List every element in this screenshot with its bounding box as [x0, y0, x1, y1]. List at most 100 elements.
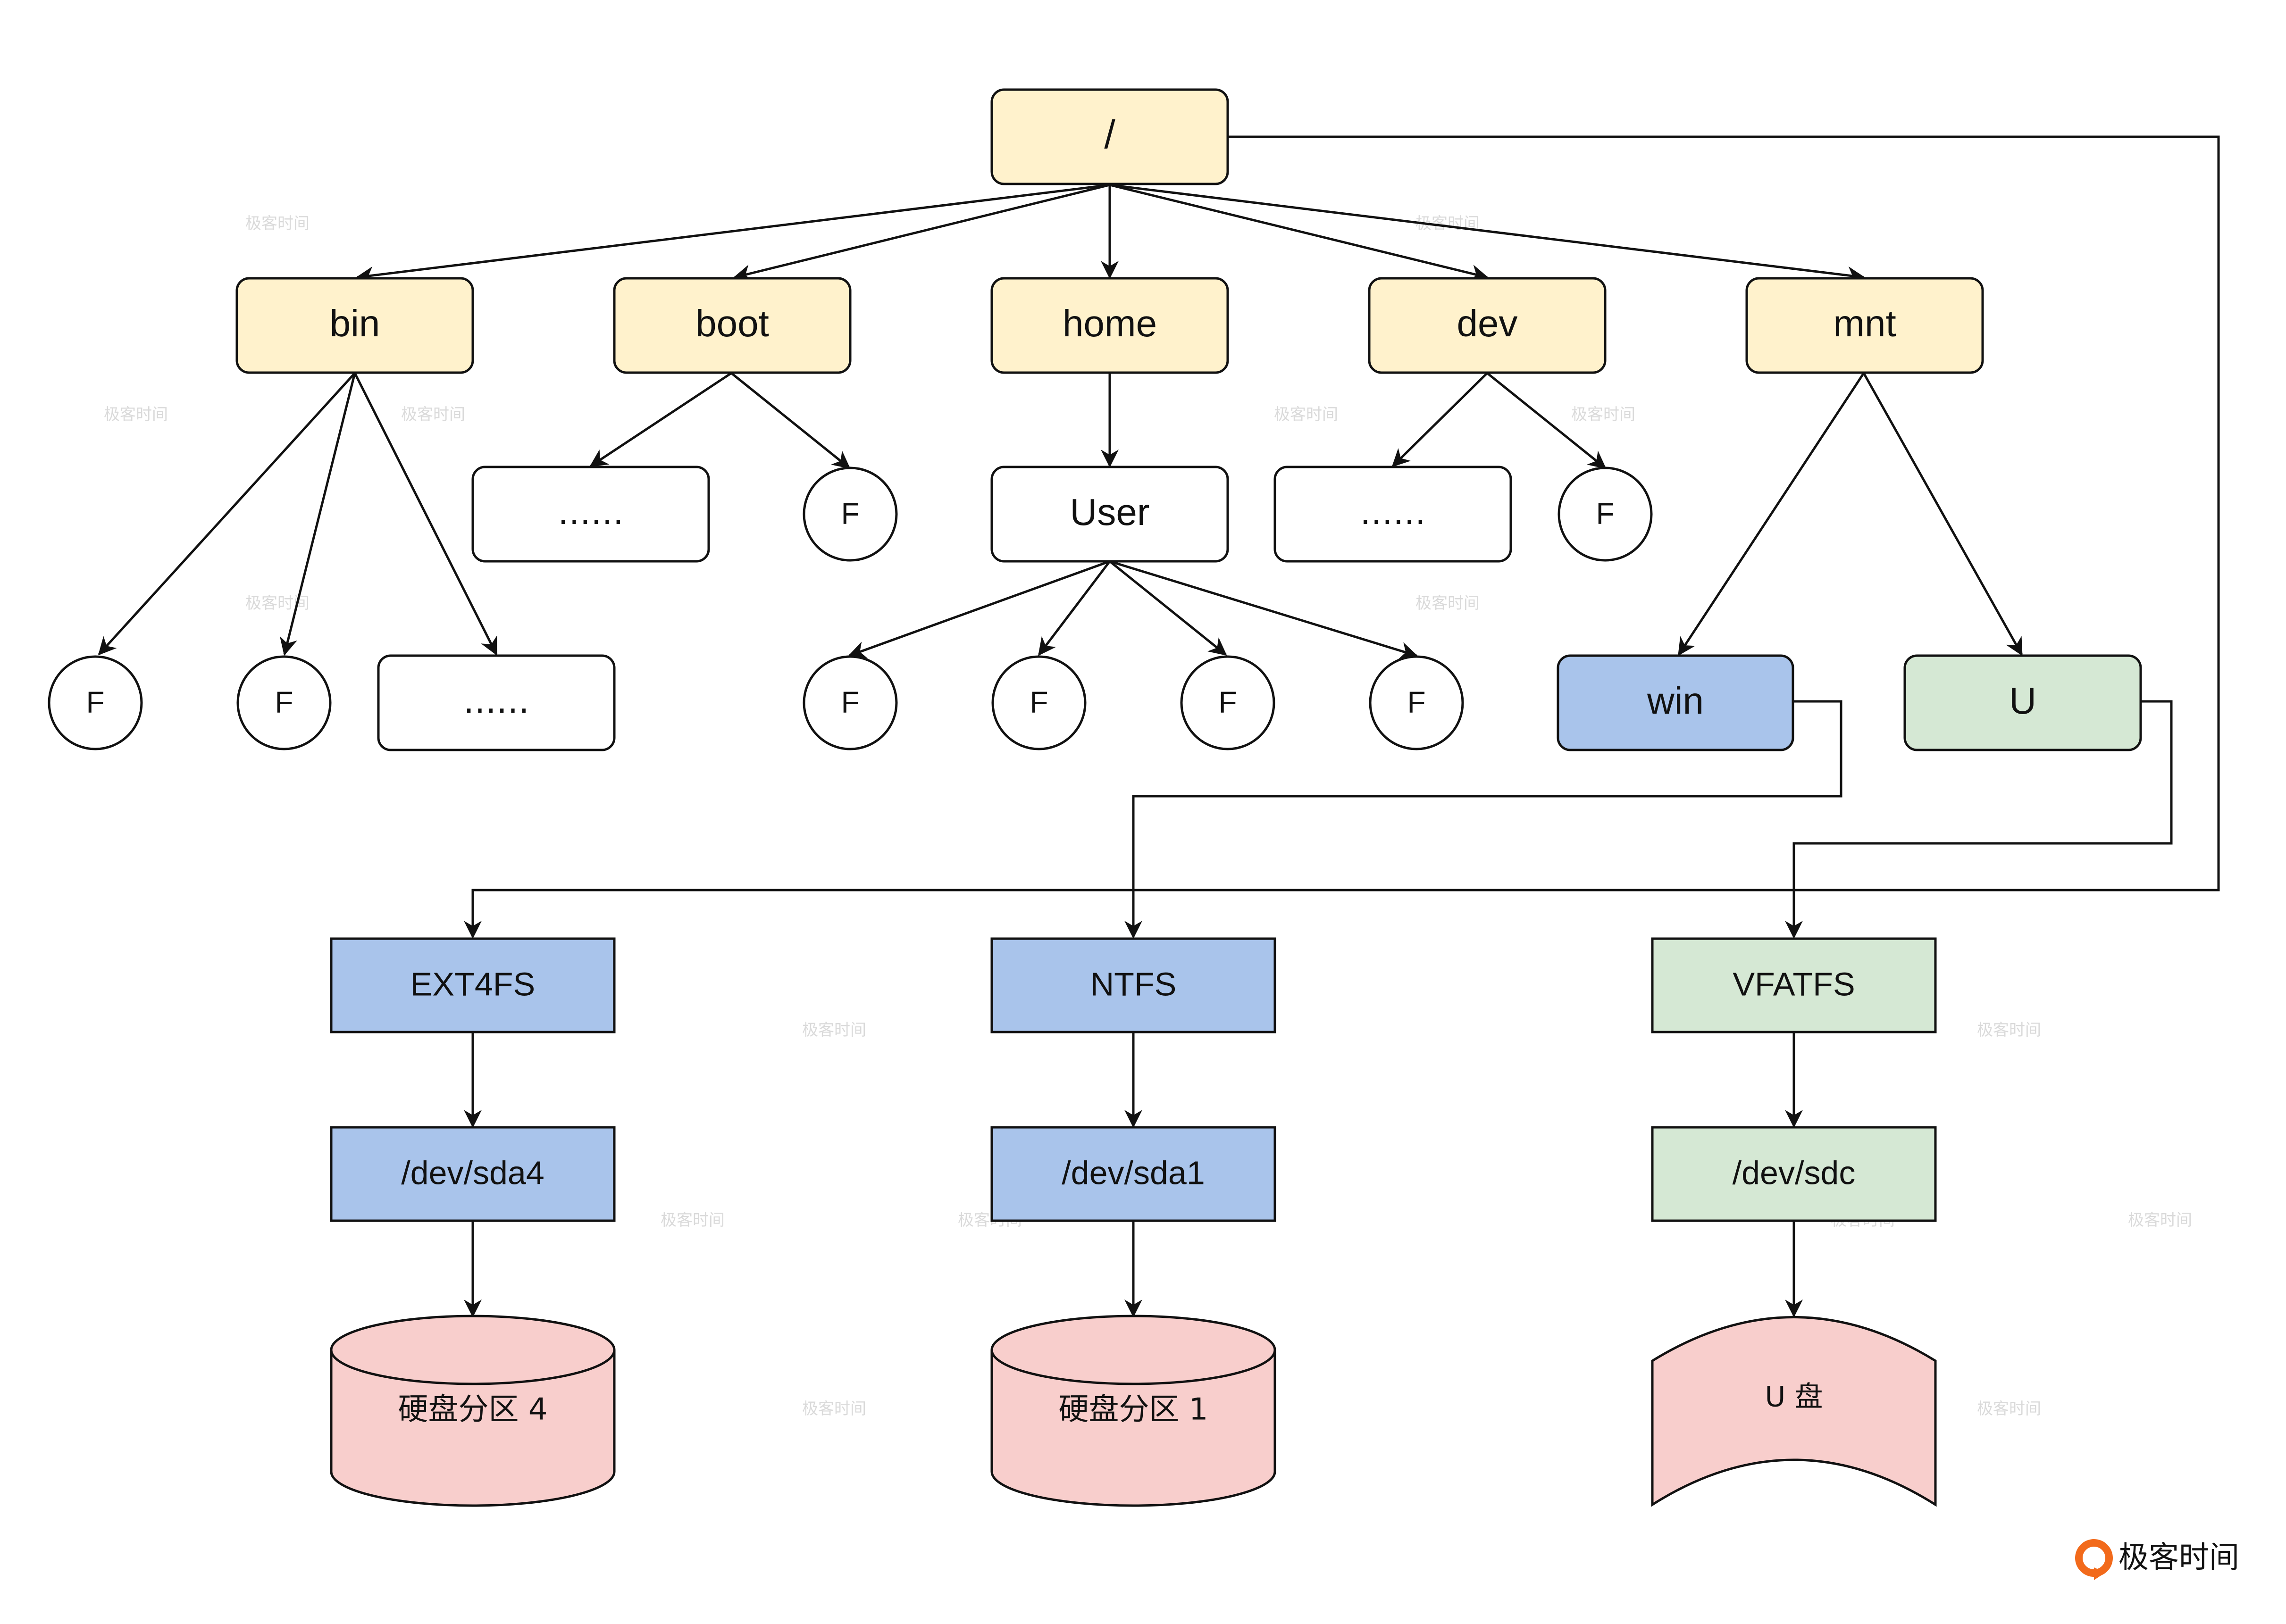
edge-user-f3: [1109, 560, 1227, 656]
file-circle: [48, 655, 143, 750]
device-node-sda4: /dev/sda4: [330, 1126, 616, 1222]
disk-partition-1: 硬盘分区 1: [990, 1315, 1276, 1507]
file-node-user-2: F: [991, 655, 1087, 750]
usb-shape: [1651, 1316, 1937, 1507]
mount-label: win: [1647, 680, 1704, 722]
mount-node-u: U: [1903, 654, 2142, 751]
dir-node-dev: dev: [1368, 277, 1607, 374]
ellipsis-box: [471, 466, 710, 563]
user-node: User: [990, 466, 1229, 563]
file-label: F: [1407, 685, 1425, 719]
disk-label: 硬盘分区 4: [398, 1392, 547, 1427]
edge-boot-ell: [589, 372, 732, 467]
file-circle: [1557, 466, 1653, 562]
dir-box: [235, 277, 474, 374]
dir-box: [1368, 277, 1607, 374]
edge-bin-f1: [98, 372, 356, 656]
file-label: F: [1030, 685, 1048, 719]
file-node-user-3: F: [1180, 655, 1275, 750]
file-circle: [991, 655, 1087, 750]
dir-label: bin: [330, 302, 380, 344]
fs-node-ext4: EXT4FS: [330, 937, 616, 1033]
edge-mnt-u: [1862, 372, 2023, 656]
user-label: User: [1070, 491, 1150, 533]
root-box: [990, 88, 1229, 185]
mount-node-win: win: [1557, 654, 1794, 751]
device-node-sdc: /dev/sdc: [1651, 1126, 1937, 1222]
brand-name: 极客时间: [2119, 1541, 2239, 1575]
device-box: [1651, 1126, 1937, 1222]
fs-label: VFATFS: [1733, 966, 1855, 1002]
watermark: 极客时间: [104, 405, 168, 424]
watermark: 极客时间: [1977, 1399, 2041, 1418]
file-node-bin-1: F: [48, 655, 143, 750]
file-label: F: [1596, 497, 1614, 531]
edge-root-bin: [355, 183, 1110, 284]
fs-node-vfat: VFATFS: [1651, 937, 1937, 1033]
brand-logo: 极客时间: [2075, 1539, 2239, 1580]
edge-mnt-win: [1677, 372, 1865, 656]
edge-user-f2: [1038, 560, 1111, 656]
geektime-logo-icon: [2075, 1539, 2113, 1580]
mount-box: [1557, 654, 1794, 751]
watermark: 极客时间: [802, 1399, 866, 1418]
file-label: F: [1218, 685, 1237, 719]
disk-cylinder-body: [990, 1315, 1276, 1507]
edge-root-boot: [733, 183, 1110, 283]
ellipsis-label: ……: [558, 493, 624, 532]
dir-box: [990, 277, 1229, 374]
edge-bin-ell: [353, 372, 498, 656]
disk-cylinder-rim: [990, 1349, 1276, 1385]
file-label: F: [841, 685, 859, 719]
watermark: 极客时间: [1977, 1021, 2041, 1040]
dir-label: boot: [695, 302, 769, 344]
edge-root-ext4: [464, 135, 2220, 939]
dir-box: [1745, 277, 1984, 374]
ellipsis-label: ……: [463, 682, 529, 721]
mount-label: U: [2009, 680, 2036, 722]
edge-bin-f2: [280, 373, 356, 656]
file-circle: [1180, 655, 1275, 750]
edge-dev-f: [1486, 372, 1607, 469]
edge-user-f4: [1109, 560, 1418, 659]
fs-box: [330, 937, 616, 1033]
edge-dev-ell: [1391, 372, 1488, 467]
edge-u-vfat: [1785, 700, 2173, 939]
watermark: 极客时间: [1571, 405, 1635, 424]
watermark: 极客时间: [802, 1021, 866, 1040]
file-node-dev: F: [1557, 466, 1653, 562]
fs-node-ntfs: NTFS: [990, 937, 1276, 1033]
usb-label: U 盘: [1765, 1381, 1823, 1414]
fs-label: EXT4FS: [410, 966, 536, 1002]
dir-label: mnt: [1833, 302, 1896, 344]
watermark-layer: 极客时间 极客时间 极客时间 极客时间 极客时间 极客时间 极客时间 极客时间 …: [104, 214, 2192, 1418]
device-label: /dev/sda1: [1062, 1154, 1205, 1191]
watermark: 极客时间: [401, 405, 465, 424]
file-node-bin-2: F: [236, 655, 332, 750]
ellipsis-node-dev: ……: [1273, 466, 1512, 563]
disk-cylinder-body: [330, 1315, 616, 1507]
root-label: /: [1104, 112, 1115, 157]
ellipsis-box: [1273, 466, 1512, 563]
file-node-user-4: F: [1369, 655, 1464, 750]
edge-root-dev: [1109, 183, 1489, 283]
dir-node-mnt: mnt: [1745, 277, 1984, 374]
ellipsis-node-bin: ……: [377, 654, 616, 751]
file-label: F: [86, 685, 104, 719]
usb-drive: U 盘: [1651, 1316, 1937, 1507]
file-circle: [803, 655, 898, 750]
device-label: /dev/sda4: [401, 1154, 544, 1191]
device-node-sda1: /dev/sda1: [990, 1126, 1276, 1222]
watermark: 极客时间: [2128, 1211, 2192, 1230]
device-box: [990, 1126, 1276, 1222]
watermark: 极客时间: [245, 214, 310, 233]
file-circle: [1369, 655, 1464, 750]
dir-box: [613, 277, 852, 374]
fs-box: [1651, 937, 1937, 1033]
file-circle: [803, 466, 898, 562]
file-node-user-1: F: [803, 655, 898, 750]
file-label: F: [841, 497, 859, 531]
edge-root-mnt: [1109, 183, 1866, 284]
